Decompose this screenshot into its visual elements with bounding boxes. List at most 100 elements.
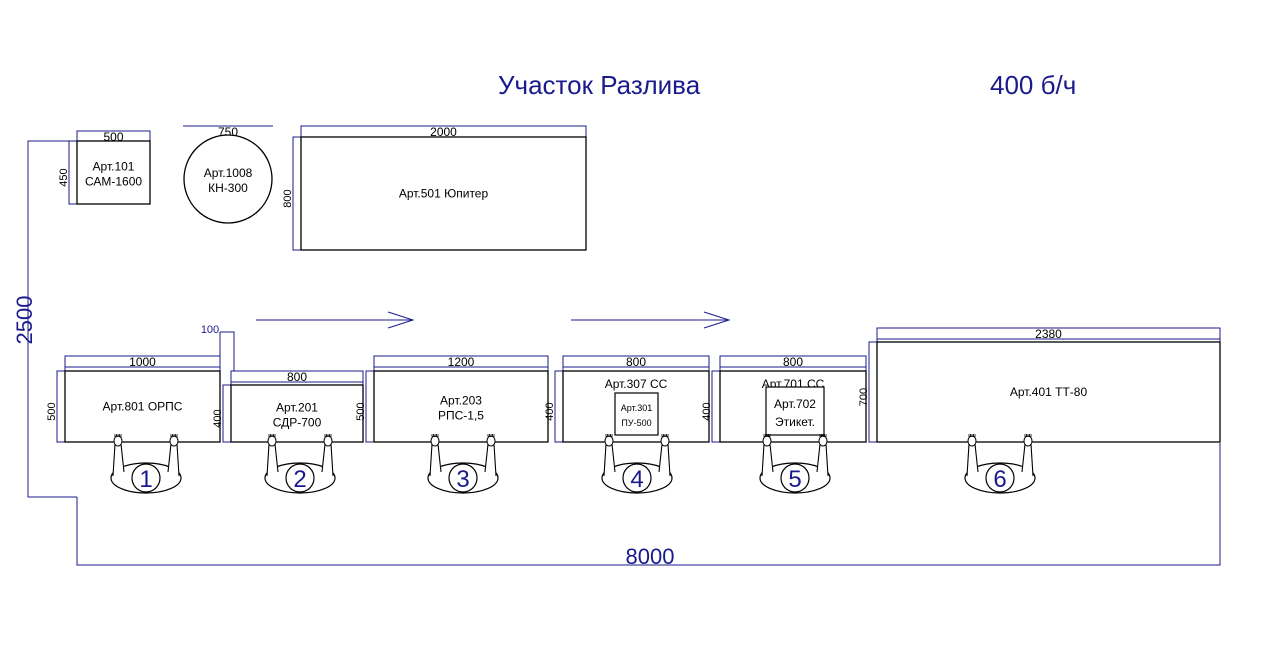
worker-6: 6 xyxy=(964,434,1036,494)
equipment-name: Арт.1008 xyxy=(204,166,253,180)
worker-arm xyxy=(816,443,829,477)
width-label: 1000 xyxy=(129,355,156,369)
equipment-name: Арт.401 ТТ-80 xyxy=(1010,385,1088,399)
equipment-name: Арт.501 Юпитер xyxy=(399,187,489,201)
worker-5: 5 xyxy=(759,434,831,494)
width-label: 800 xyxy=(783,355,803,369)
capacity-label: 400 б/ч xyxy=(990,70,1077,100)
equipment-body xyxy=(373,370,549,443)
width-dimension xyxy=(300,125,587,137)
depth-dimension xyxy=(868,341,877,443)
depth-dimension xyxy=(554,370,563,443)
worker-number: 1 xyxy=(139,466,152,493)
width-dimension xyxy=(719,355,867,371)
equipment-model: СДР-700 xyxy=(273,416,322,430)
depth-label: 400 xyxy=(212,409,224,427)
inner-equipment-name: Арт.702 xyxy=(774,397,816,411)
equipment-body xyxy=(183,134,273,224)
worker-arm xyxy=(761,443,774,477)
worker-arm xyxy=(658,443,671,477)
worker-number: 2 xyxy=(293,466,306,493)
equipment-name: Арт.203 xyxy=(440,394,482,408)
equipment-body xyxy=(230,384,364,443)
width-dimension-line xyxy=(27,140,77,498)
worker-arm xyxy=(266,443,279,477)
equipment-body xyxy=(76,140,151,205)
worker-arm xyxy=(484,443,497,477)
flow-arrow-2 xyxy=(571,311,731,329)
worker-head xyxy=(780,463,810,493)
depth-dimension xyxy=(222,384,231,443)
width-dimension xyxy=(373,355,549,371)
depth-dimension xyxy=(56,370,65,443)
worker-arm xyxy=(966,443,979,477)
worker-arm xyxy=(603,443,616,477)
width-dimension xyxy=(230,370,364,385)
depth-label: 500 xyxy=(46,402,58,420)
depth-label: 800 xyxy=(282,189,294,207)
worker-head xyxy=(448,463,478,493)
total-length-label: 8000 xyxy=(626,544,675,569)
worker-head xyxy=(985,463,1015,493)
equipment-name: Арт.101 xyxy=(93,160,135,174)
equipment-layer: 500450Арт.101САМ-1600750Арт.1008КН-30020… xyxy=(46,125,1221,443)
worker-3: 3 xyxy=(427,434,499,494)
width-dimension xyxy=(64,355,221,371)
equipment-body xyxy=(876,341,1221,443)
depth-dimension xyxy=(292,136,301,251)
width-label: 2380 xyxy=(1035,327,1062,341)
total-width-label: 2500 xyxy=(12,296,37,345)
equipment-art501: 2000 800 Арт.501 Юпитер xyxy=(282,125,587,251)
worker-1: 1 xyxy=(110,434,182,494)
worker-number: 5 xyxy=(788,466,801,493)
width-label: 800 xyxy=(626,355,646,369)
length-dimension-line xyxy=(76,443,1221,566)
depth-label: 500 xyxy=(355,402,367,420)
width-dimension xyxy=(876,327,1221,342)
worker-number: 4 xyxy=(630,466,643,493)
worker-arm xyxy=(321,443,334,477)
worker-number: 3 xyxy=(456,466,469,493)
width-dimension xyxy=(562,355,710,371)
worker-arm xyxy=(1021,443,1034,477)
worker-head xyxy=(622,463,652,493)
flow-arrow-1 xyxy=(256,311,415,329)
depth-dimension xyxy=(365,370,374,443)
worker-2: 2 xyxy=(264,434,336,494)
width-label: 1200 xyxy=(448,355,475,369)
width-label: 2000 xyxy=(430,125,457,139)
worker-arm xyxy=(112,443,125,477)
equipment-body xyxy=(64,370,221,443)
equipment-name: Арт.201 xyxy=(276,401,318,415)
equipment-model: КН-300 xyxy=(208,181,248,195)
worker-number: 6 xyxy=(993,466,1006,493)
depth-label: 400 xyxy=(701,402,713,420)
worker-layer: 1 2 3 4 5 6 xyxy=(110,434,1036,494)
width-dimension xyxy=(76,130,151,141)
depth-dimension xyxy=(711,370,720,443)
equipment-model: РПС-1,5 xyxy=(438,409,484,423)
diagram-title: Участок Разлива xyxy=(498,70,701,100)
worker-head xyxy=(131,463,161,493)
worker-4: 4 xyxy=(601,434,673,494)
gap-label: 100 xyxy=(201,324,219,336)
gap-dimension-line xyxy=(220,331,235,371)
width-label: 800 xyxy=(287,370,307,384)
inner-equipment-model: ПУ-500 xyxy=(621,418,651,428)
worker-arm xyxy=(167,443,180,477)
inner-equipment-name: Арт.301 xyxy=(621,403,652,413)
depth-dimension xyxy=(68,140,77,205)
depth-label: 400 xyxy=(544,402,556,420)
worker-head xyxy=(285,463,315,493)
equipment-body xyxy=(300,136,587,251)
